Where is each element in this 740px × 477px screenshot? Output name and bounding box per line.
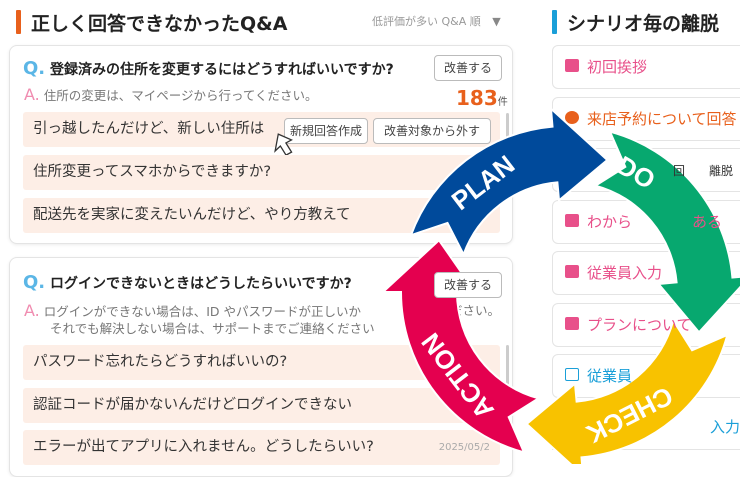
- scenario-label: 回 離脱: [587, 164, 733, 178]
- cycle-arrow-plan: [411, 109, 607, 255]
- improve-button[interactable]: 改善する: [434, 272, 502, 298]
- cycle-arrow-check: [527, 321, 728, 465]
- scenario-label: 入力: [586, 418, 740, 436]
- scenario-label: わから ある: [587, 213, 722, 231]
- cycle-arrow-do: [596, 132, 740, 333]
- scenario-label: 初回挨拶: [587, 58, 647, 76]
- scenario-label: 来店予約について回答: [587, 110, 737, 128]
- scenario-label: 従業員: [587, 367, 632, 385]
- scenario-label: 従業員入力: [587, 264, 662, 282]
- scenario-label: プランについて: [587, 316, 692, 334]
